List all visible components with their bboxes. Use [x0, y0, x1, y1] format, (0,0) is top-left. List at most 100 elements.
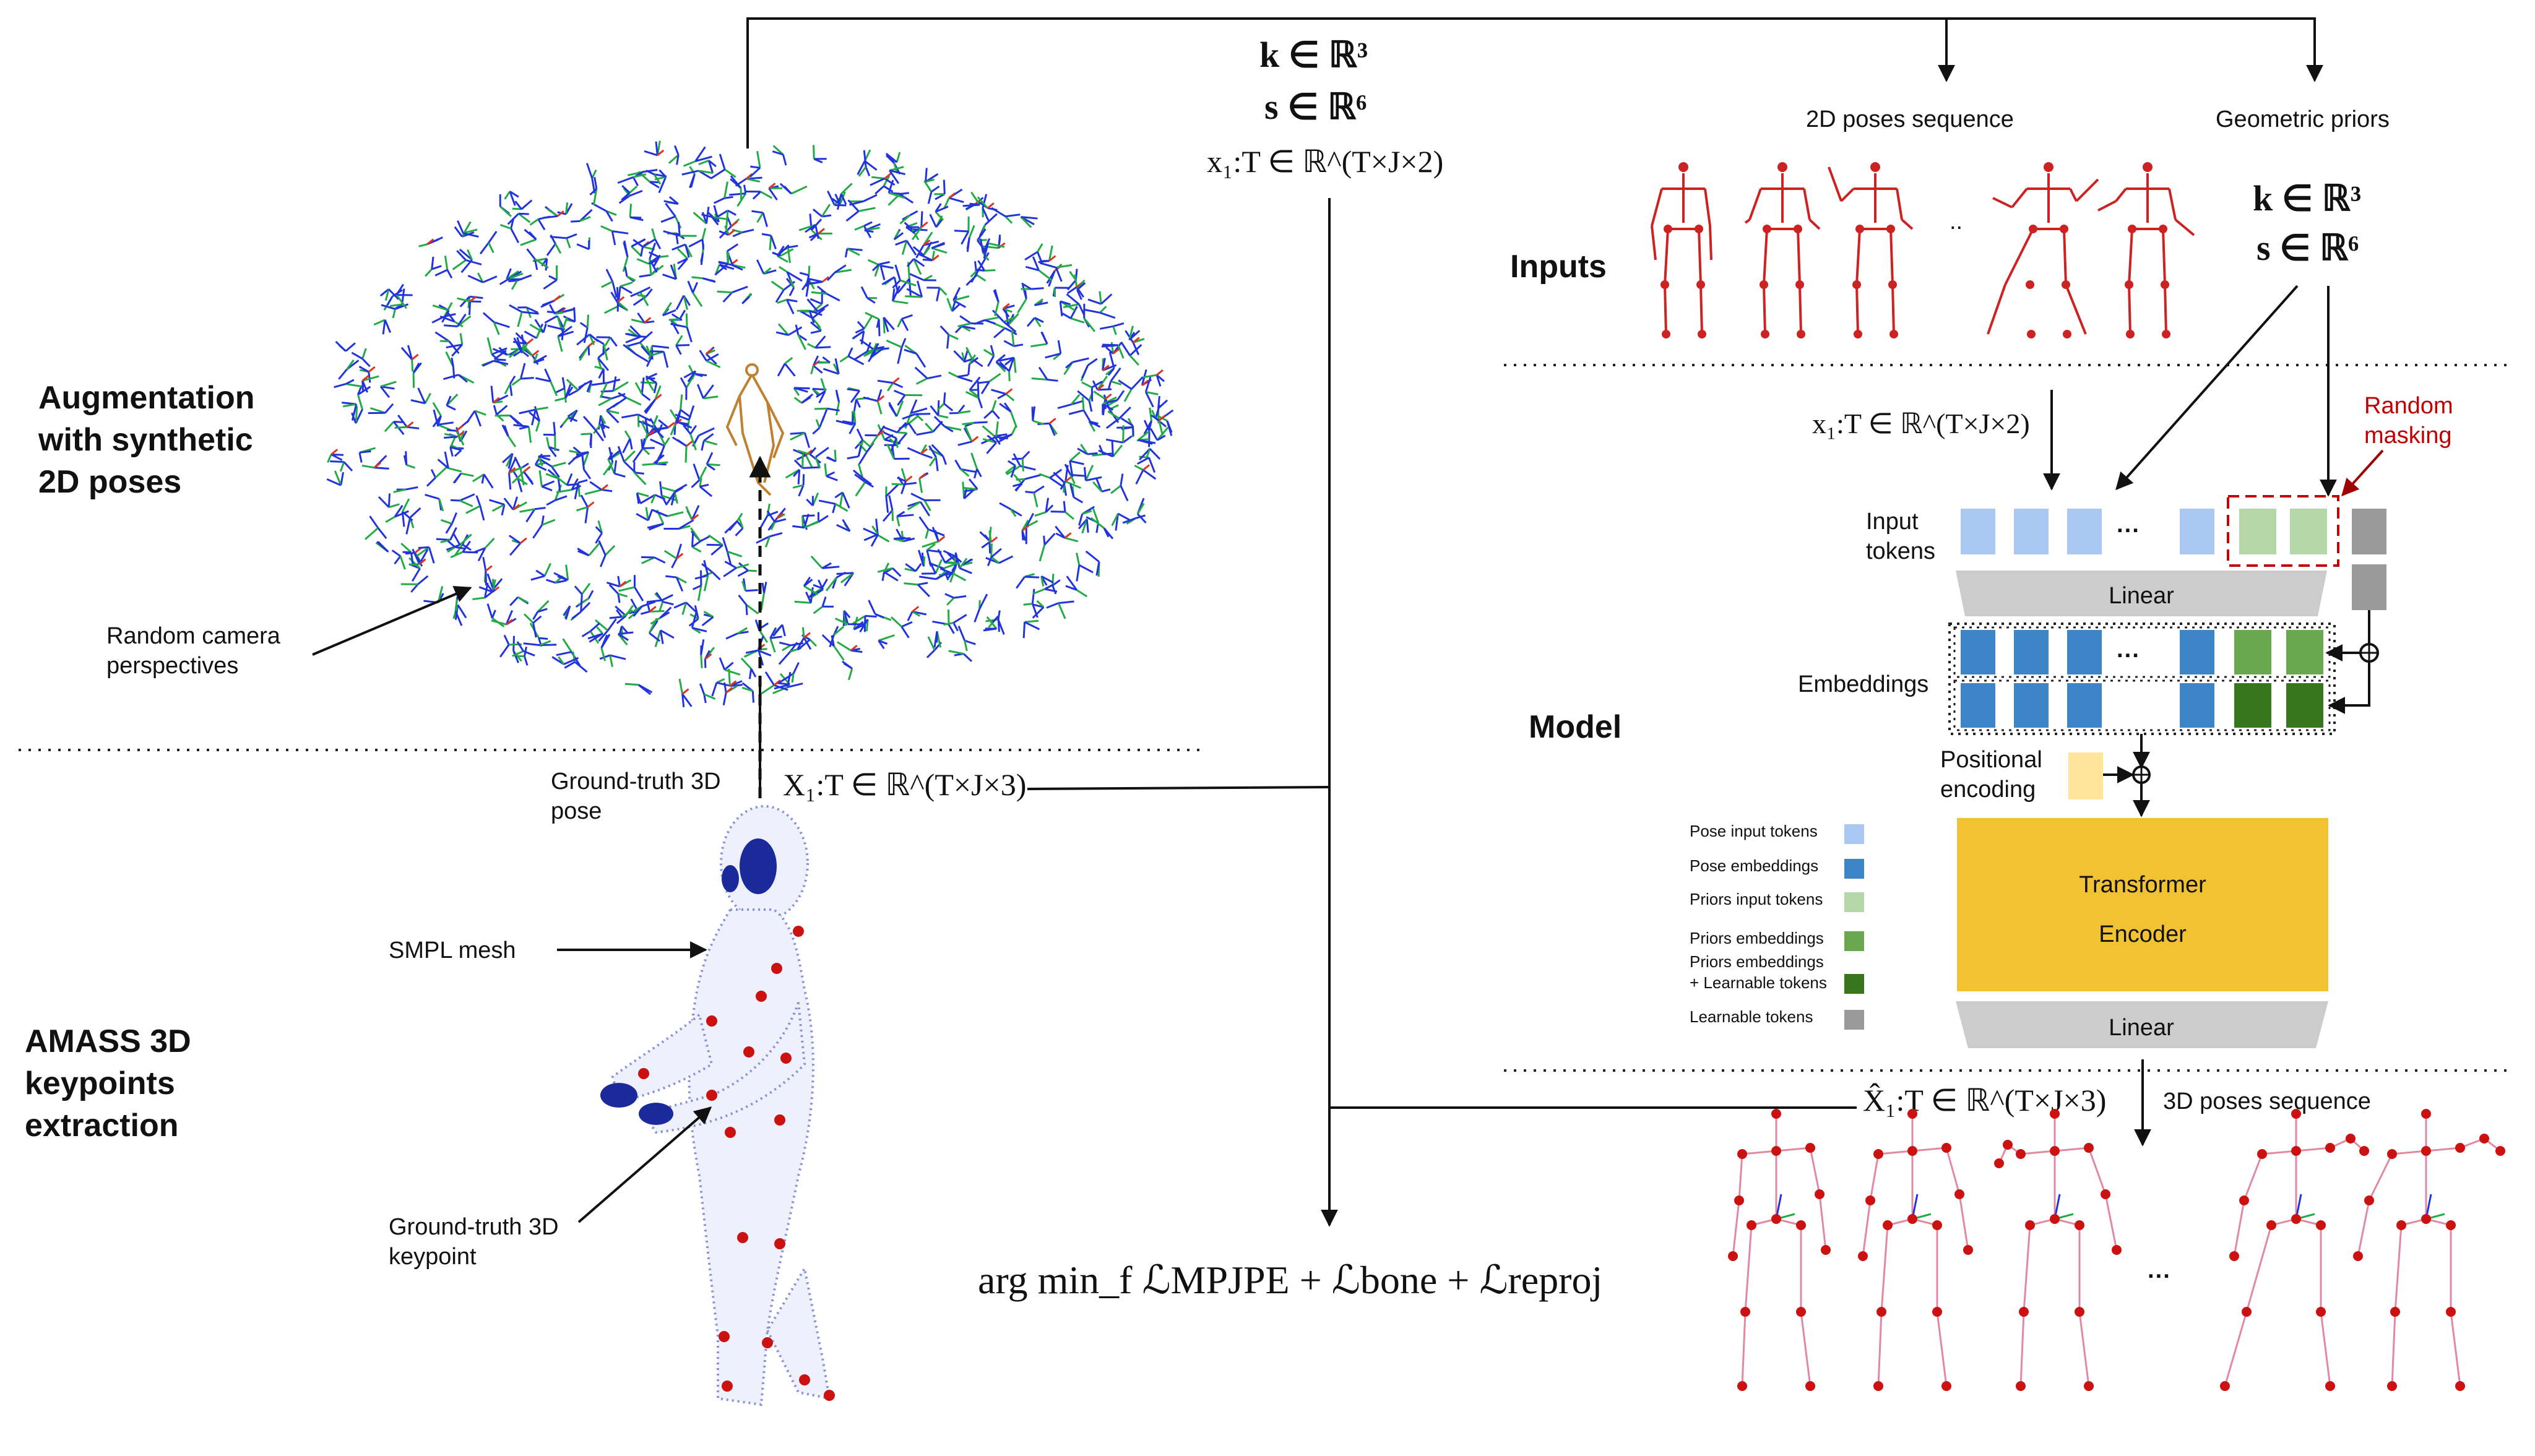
camera-glyph — [568, 447, 580, 465]
camera-glyph — [811, 286, 840, 301]
legend-label: + Learnable tokens — [1690, 973, 1827, 992]
camera-glyph — [855, 429, 871, 449]
smpl-keypoint — [824, 1390, 835, 1401]
transformer-encoder-block: Transformer Encoder — [1957, 818, 2328, 991]
camera-glyph — [1100, 323, 1124, 334]
camera-glyph — [1091, 518, 1113, 539]
camera-glyph — [381, 382, 396, 397]
camera-glyph — [1027, 318, 1043, 327]
camera-glyph — [949, 405, 970, 413]
camera-glyph — [683, 147, 712, 166]
camera-glyph — [887, 444, 910, 459]
positional-sum-node — [2103, 734, 2149, 816]
smpl-keypoint — [722, 1381, 733, 1392]
legend-label: Learnable tokens — [1690, 1007, 1813, 1026]
camera-glyph — [862, 286, 877, 303]
camera-glyph — [896, 241, 916, 255]
camera-perspectives-cloud — [327, 140, 1173, 707]
svg-text:encoding: encoding — [1940, 777, 2036, 803]
geom-priors-label: Geometric priors — [2216, 106, 2390, 132]
camera-glyph — [514, 425, 531, 443]
camera-glyph — [739, 595, 759, 615]
linear-top-block: Linear — [1956, 571, 2327, 616]
camera-glyph — [868, 260, 894, 280]
pose-embedding — [2014, 630, 2049, 674]
svg-text:keypoint: keypoint — [389, 1244, 477, 1270]
camera-glyph — [512, 363, 533, 385]
camera-glyph — [986, 610, 1004, 634]
camera-glyph — [916, 421, 942, 435]
camera-glyph — [533, 515, 555, 538]
camera-glyph — [935, 631, 941, 647]
pose-embedding — [1961, 630, 1995, 674]
camera-glyph — [1000, 403, 1017, 428]
pose-embedding — [2067, 683, 2102, 728]
random-camera-label: Random camera perspectives — [106, 623, 281, 679]
prior-embedding — [2234, 630, 2271, 674]
3d-skeleton-sequence — [1728, 1109, 2505, 1391]
camera-glyph — [466, 496, 484, 520]
2d-skeleton — [2098, 163, 2194, 337]
svg-text:tokens: tokens — [1866, 538, 1935, 564]
camera-glyph — [1016, 574, 1039, 588]
pose-embedding — [1961, 683, 1995, 728]
camera-glyph — [360, 448, 376, 462]
camera-glyph — [1088, 291, 1112, 304]
camera-glyph — [365, 516, 386, 539]
priors-diag-arrow — [2117, 286, 2297, 489]
legend-swatch — [1844, 931, 1864, 951]
camera-glyph — [595, 338, 607, 360]
positional-encoding-label: Positional encoding — [1940, 747, 2042, 803]
2d-skeleton — [1829, 163, 1912, 337]
camera-glyph — [625, 684, 652, 694]
camera-glyph — [823, 358, 839, 374]
camera-glyph — [842, 661, 852, 680]
3d-skeleton — [1728, 1109, 1831, 1391]
camera-glyph — [688, 281, 702, 306]
camera-glyph — [596, 521, 602, 543]
camera-glyph — [1111, 474, 1128, 501]
camera-glyph — [1058, 395, 1082, 408]
pose-embedding — [2180, 630, 2214, 674]
camera-glyph — [1084, 465, 1102, 481]
camera-glyph — [665, 576, 686, 591]
camera-glyph — [898, 315, 913, 330]
camera-glyph — [865, 426, 884, 446]
x-input-math: x₁:T ∈ ℝ^(T×J×2) — [1812, 408, 2030, 439]
smpl-keypoint — [706, 1015, 717, 1027]
camera-glyph — [684, 371, 696, 382]
legend-swatch — [1844, 1010, 1864, 1030]
camera-glyph — [900, 211, 917, 223]
camera-glyph — [665, 544, 683, 568]
smpl-keypoint — [771, 963, 782, 974]
smpl-keypoint — [706, 1090, 717, 1101]
svg-text:masking: masking — [2364, 423, 2452, 449]
svg-text:with synthetic: with synthetic — [38, 422, 253, 458]
svg-text:extraction: extraction — [25, 1108, 179, 1144]
camera-glyph — [919, 571, 948, 579]
camera-glyph — [984, 345, 994, 366]
ellipsis-2d: .. — [1950, 209, 1963, 235]
camera-glyph — [661, 204, 681, 228]
legend-swatch — [1844, 824, 1864, 844]
camera-glyph — [813, 416, 824, 434]
camera-glyph — [1040, 533, 1055, 561]
camera-glyph — [823, 635, 844, 660]
camera-glyph — [910, 274, 936, 280]
smpl-keypoint — [780, 1053, 792, 1064]
camera-glyph — [676, 296, 690, 310]
camera-glyph — [811, 322, 821, 334]
camera-glyph — [938, 392, 953, 410]
smpl-keypoint — [737, 1232, 748, 1243]
gt-X-math: X₁:T ∈ ℝ^(T×J×3) — [783, 767, 1026, 802]
camera-glyph — [630, 204, 643, 220]
camera-glyph — [761, 672, 788, 694]
camera-glyph — [1077, 553, 1094, 581]
camera-glyph — [680, 679, 691, 707]
svg-text:2D poses: 2D poses — [38, 464, 181, 500]
camera-glyph — [717, 286, 748, 302]
svg-text:Random camera: Random camera — [106, 623, 281, 649]
camera-glyph — [520, 508, 546, 522]
